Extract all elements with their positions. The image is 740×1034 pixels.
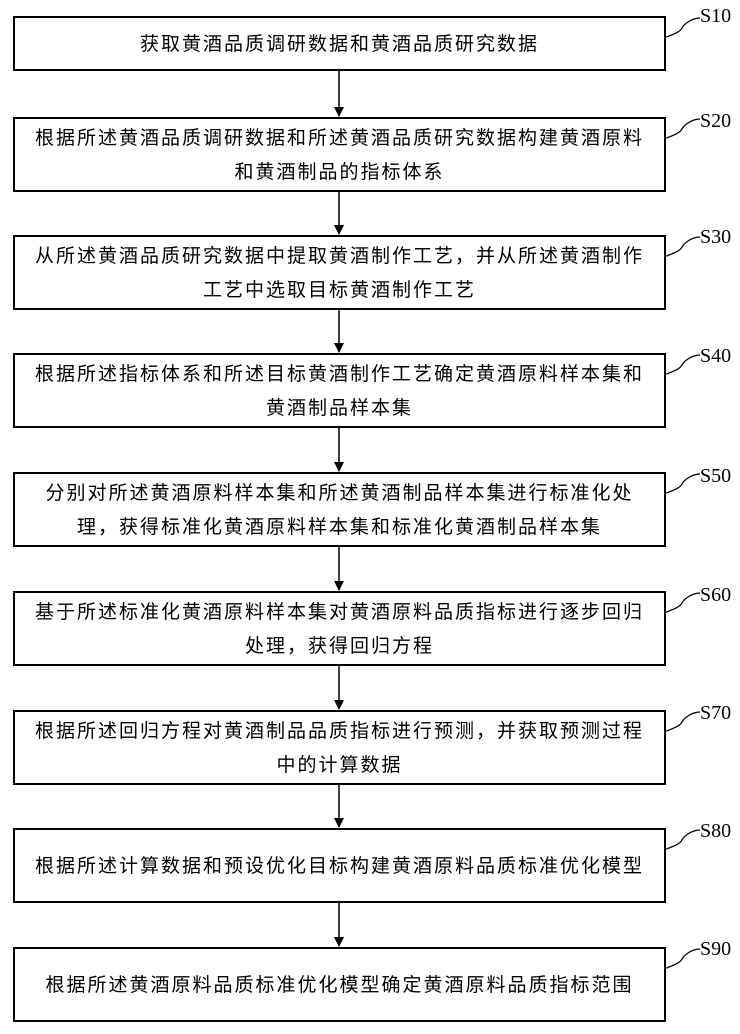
step-text-s90: 根据所述黄酒原料品质标准优化模型确定黄酒原料品质指标范围 xyxy=(31,968,647,1002)
step-box-s40: 根据所述指标体系和所述目标黄酒制作工艺确定黄酒原料样本集和黄酒制品样本集 xyxy=(13,353,666,428)
step-text-s50: 分别对所述黄酒原料样本集和所述黄酒制品样本集进行标准化处理，获得标准化黄酒原料样… xyxy=(15,476,664,544)
step-label-leader xyxy=(664,355,700,375)
step-label-leader xyxy=(664,18,700,38)
step-label-leader xyxy=(664,712,700,732)
step-box-s60: 基于所述标准化黄酒原料样本集对黄酒原料品质指标进行逐步回归处理，获得回归方程 xyxy=(13,591,666,666)
step-box-s20: 根据所述黄酒品质调研数据和所述黄酒品质研究数据构建黄酒原料和黄酒制品的指标体系 xyxy=(13,117,666,192)
step-label-s60: S60 xyxy=(700,584,731,607)
step-box-s80: 根据所述计算数据和预设优化目标构建黄酒原料品质标准优化模型 xyxy=(13,828,666,903)
step-text-s20: 根据所述黄酒品质调研数据和所述黄酒品质研究数据构建黄酒原料和黄酒制品的指标体系 xyxy=(15,121,664,189)
step-label-s40: S40 xyxy=(700,345,731,368)
step-label-s90: S90 xyxy=(700,938,731,961)
step-box-s50: 分别对所述黄酒原料样本集和所述黄酒制品样本集进行标准化处理，获得标准化黄酒原料样… xyxy=(13,472,666,547)
step-box-s90: 根据所述黄酒原料品质标准优化模型确定黄酒原料品质指标范围 xyxy=(13,947,666,1022)
step-label-s20: S20 xyxy=(700,110,731,133)
step-text-s80: 根据所述计算数据和预设优化目标构建黄酒原料品质标准优化模型 xyxy=(21,849,658,883)
step-label-s80: S80 xyxy=(700,820,731,843)
step-text-s10: 获取黄酒品质调研数据和黄酒品质研究数据 xyxy=(126,27,553,61)
step-label-leader xyxy=(664,949,700,969)
step-label-s70: S70 xyxy=(700,702,731,725)
step-label-s10: S10 xyxy=(700,5,731,28)
step-text-s30: 从所述黄酒品质研究数据中提取黄酒制作工艺，并从所述黄酒制作工艺中选取目标黄酒制作… xyxy=(15,239,664,307)
step-label-leader xyxy=(664,474,700,494)
step-text-s60: 基于所述标准化黄酒原料样本集对黄酒原料品质指标进行逐步回归处理，获得回归方程 xyxy=(15,595,664,663)
step-label-leader xyxy=(664,119,700,139)
step-label-leaders xyxy=(664,18,700,969)
step-text-s40: 根据所述指标体系和所述目标黄酒制作工艺确定黄酒原料样本集和黄酒制品样本集 xyxy=(15,357,664,425)
step-label-leader xyxy=(664,237,700,257)
step-box-s10: 获取黄酒品质调研数据和黄酒品质研究数据 xyxy=(13,16,666,71)
step-text-s70: 根据所述回归方程对黄酒制品品质指标进行预测，并获取预测过程中的计算数据 xyxy=(15,714,664,782)
step-box-s70: 根据所述回归方程对黄酒制品品质指标进行预测，并获取预测过程中的计算数据 xyxy=(13,710,666,785)
step-label-leader xyxy=(664,830,700,850)
step-label-s30: S30 xyxy=(700,226,731,249)
step-label-s50: S50 xyxy=(700,465,731,488)
step-box-s30: 从所述黄酒品质研究数据中提取黄酒制作工艺，并从所述黄酒制作工艺中选取目标黄酒制作… xyxy=(13,235,666,310)
step-label-leader xyxy=(664,593,700,613)
